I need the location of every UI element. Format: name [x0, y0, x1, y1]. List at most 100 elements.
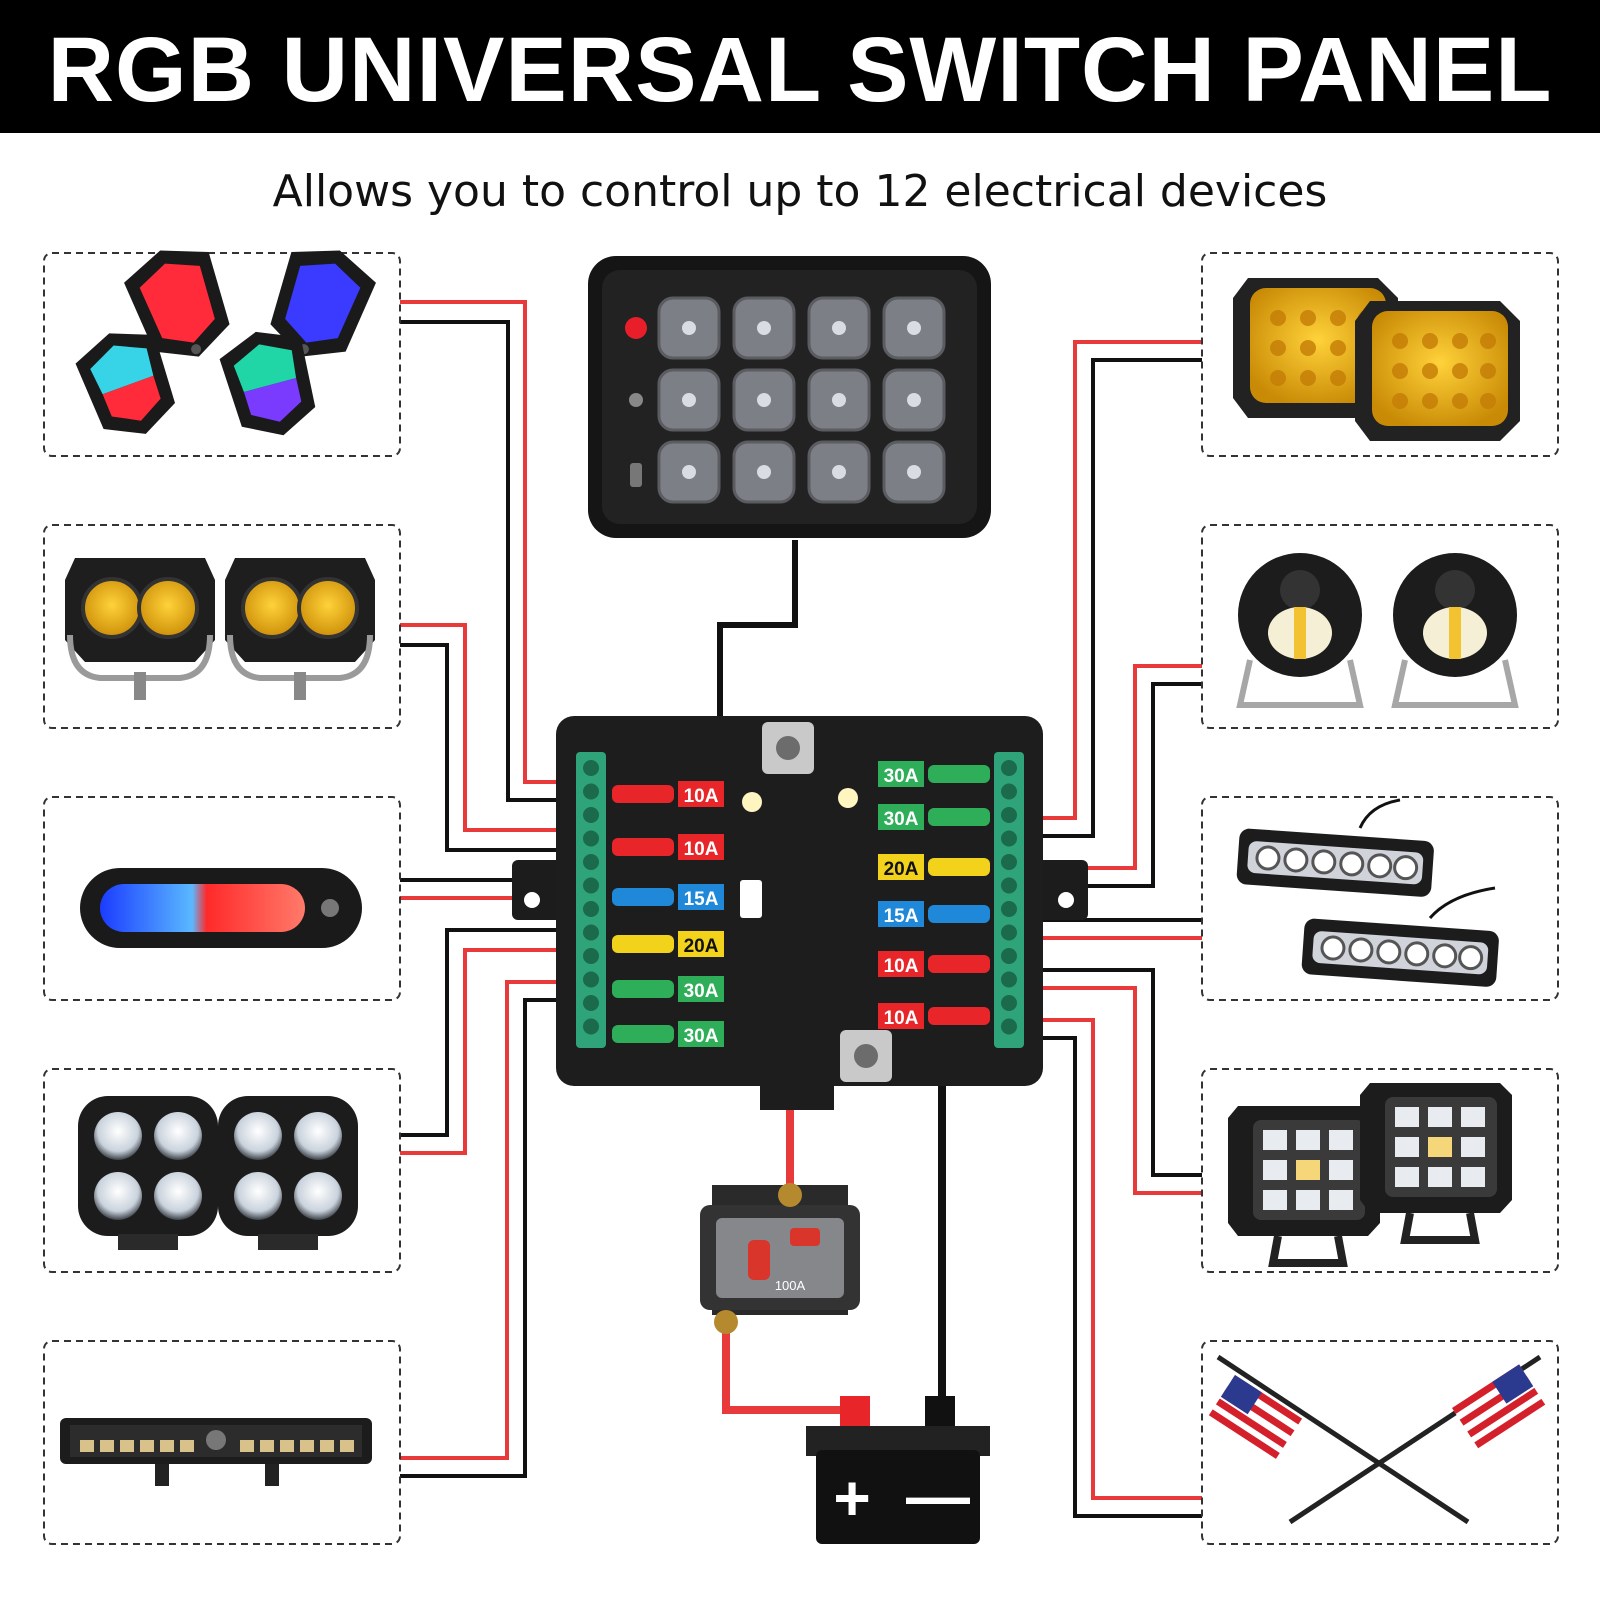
terminal-strip-left [576, 752, 606, 1048]
fuse-left-4[interactable]: 20A [612, 931, 724, 957]
led-light-bar-icon [60, 1418, 372, 1486]
fuse-rating-label: 15A [884, 906, 919, 927]
terminal-screw-right-10 [1001, 971, 1017, 988]
panel-switch-8[interactable] [882, 368, 946, 432]
terminal-screw-left-12 [583, 1018, 599, 1035]
terminal-screw-right-7 [1001, 901, 1017, 917]
fuse-left-3[interactable]: 15A [612, 884, 724, 910]
terminal-screw-left-9 [583, 948, 599, 964]
brightness-icon[interactable] [629, 393, 643, 407]
fuse-left-6[interactable]: 30A [612, 1021, 724, 1047]
fuse-rating-label: 30A [884, 809, 919, 830]
flag-right [1452, 1364, 1546, 1449]
rock-lights-icon [75, 250, 376, 436]
circuit-breaker: 100A [700, 1183, 860, 1334]
cube-pod-lights-icon [1228, 1083, 1512, 1267]
wire-left-4-positive [398, 948, 558, 1155]
breaker-rating: 100A [775, 1278, 806, 1293]
terminal-screw-left-2 [583, 783, 599, 800]
wire-right-1-positive [1040, 340, 1202, 820]
whip-lights-flags-icon [1208, 1354, 1546, 1525]
wire-left-5-ground [398, 998, 558, 1478]
device-box-right-5 [1201, 1340, 1559, 1545]
switch-panel [588, 256, 991, 538]
breaker-terminal-top [778, 1183, 802, 1207]
terminal-screw-right-5 [1001, 854, 1017, 870]
panel-switch-6[interactable] [732, 368, 796, 432]
panel-switch-7[interactable] [807, 368, 871, 432]
status-led-right [838, 788, 858, 808]
status-led-left [742, 792, 762, 812]
fuse-rating-label: 30A [684, 1026, 719, 1047]
fuse-right-2[interactable]: 30A [878, 804, 990, 830]
terminal-screw-left-11 [583, 995, 599, 1011]
battery-negative-post [925, 1396, 955, 1430]
terminal-screw-right-1 [1001, 760, 1017, 776]
fuse-right-3[interactable]: 20A [878, 854, 990, 880]
panel-switch-10[interactable] [732, 440, 796, 504]
battery-positive-post [840, 1396, 870, 1430]
power-button-icon[interactable] [625, 317, 647, 339]
mode-indicator-icon[interactable] [630, 463, 642, 487]
control-connector [740, 880, 762, 918]
amber-square-lights-icon [1233, 278, 1520, 441]
terminal-screw-right-9 [1001, 948, 1017, 964]
terminal-screw-left-4 [583, 830, 599, 847]
wire-left-5-positive [398, 980, 558, 1460]
breaker-to-battery-wire [722, 1330, 848, 1414]
terminal-screw-right-12 [1001, 1018, 1017, 1035]
fuse-right-4[interactable]: 15A [878, 901, 990, 927]
battery-minus-sign: — [906, 1460, 970, 1532]
battery-plus-sign: + [833, 1462, 870, 1534]
terminal-screw-right-3 [1001, 807, 1017, 823]
wire-right-1-ground [1040, 358, 1202, 838]
terminal-screw-left-5 [583, 854, 599, 870]
panel-switch-1[interactable] [657, 296, 721, 360]
fuse-left-2[interactable]: 10A [612, 834, 724, 860]
fuse-right-6[interactable]: 10A [878, 1003, 990, 1029]
terminal-screw-left-8 [583, 924, 599, 941]
round-fog-lights-icon [1236, 553, 1519, 708]
terminal-screw-left-10 [583, 971, 599, 988]
panel-switch-11[interactable] [807, 440, 871, 504]
fuse-left-5[interactable]: 30A [612, 976, 724, 1002]
quad-lens-pod-icon [78, 1096, 358, 1250]
fuse-rating-label: 20A [684, 936, 719, 957]
terminal-screw-right-4 [1001, 830, 1017, 847]
fuse-left-1[interactable]: 10A [612, 781, 724, 807]
terminal-screw-left-7 [583, 901, 599, 917]
panel-switch-9[interactable] [657, 440, 721, 504]
panel-switch-2[interactable] [732, 296, 796, 360]
panel-switch-5[interactable] [657, 368, 721, 432]
panel-switch-12[interactable] [882, 440, 946, 504]
fuse-right-5[interactable]: 10A [878, 951, 990, 977]
fuse-box: 10A 10A 15A 20A 30A 30A 30A 30A 20A 15A 10A 10A [512, 716, 1088, 1110]
terminal-screw-right-2 [1001, 783, 1017, 800]
wire-left-1-ground [398, 320, 558, 802]
terminal-screw-left-1 [583, 760, 599, 776]
breaker-reset-lever-icon[interactable] [748, 1240, 770, 1280]
fuse-right-1[interactable]: 30A [878, 761, 990, 787]
wire-left-1-positive [398, 300, 558, 784]
flag-left [1208, 1375, 1303, 1459]
fuse-rating-label: 10A [884, 1008, 919, 1029]
fuse-rating-label: 10A [884, 956, 919, 977]
main-ground-wire [870, 1056, 946, 1402]
led-work-light-bars-icon [1236, 798, 1499, 987]
wire-right-4-positive [1040, 986, 1202, 1195]
fuse-rating-label: 30A [884, 766, 919, 787]
wire-right-5-ground [1040, 1036, 1202, 1518]
terminal-screw-right-8 [1001, 924, 1017, 941]
wire-left-2-positive [398, 623, 558, 832]
page-title: RGB UNIVERSAL SWITCH PANEL [47, 19, 1553, 121]
terminal-screw-right-6 [1001, 877, 1017, 894]
fuse-rating-label: 20A [884, 859, 919, 880]
wire-left-2-ground [398, 643, 558, 852]
dual-yellow-pod-icon [65, 558, 375, 700]
panel-switch-3[interactable] [807, 296, 871, 360]
wire-right-5-positive [1040, 1018, 1202, 1500]
title-banner [0, 0, 1600, 133]
terminal-screw-right-11 [1001, 995, 1017, 1011]
panel-switch-4[interactable] [882, 296, 946, 360]
